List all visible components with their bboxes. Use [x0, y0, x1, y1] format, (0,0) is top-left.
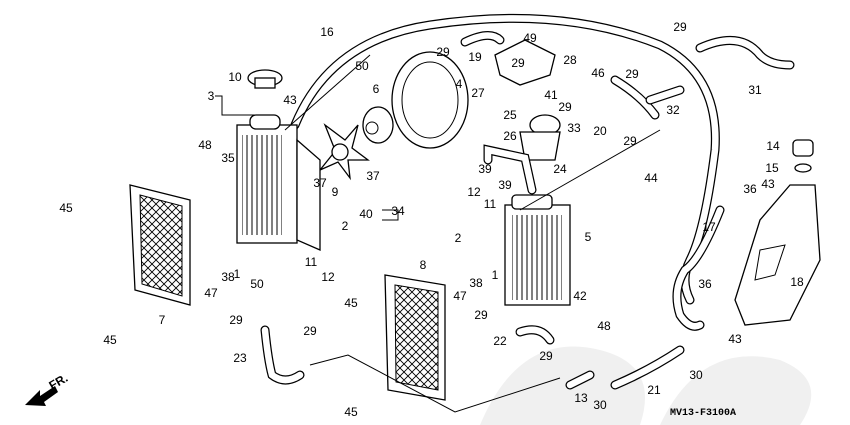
callout-39: 39: [478, 162, 492, 176]
left-radiator: [236, 114, 321, 251]
callout-48: 48: [198, 138, 212, 152]
callout-25: 25: [503, 108, 517, 122]
callout-49: 49: [523, 31, 537, 45]
callout-36: 36: [698, 277, 712, 291]
callout-47: 47: [453, 289, 467, 303]
callout-1: 1: [234, 267, 241, 281]
callout-16: 16: [320, 25, 334, 39]
callout-21: 21: [647, 383, 661, 397]
callout-43: 43: [283, 93, 297, 107]
callout-44: 44: [644, 171, 658, 185]
callout-15: 15: [765, 161, 779, 175]
callout-29: 29: [303, 324, 317, 338]
callout-47: 47: [204, 286, 218, 300]
hoses: [260, 31, 795, 390]
callout-11: 11: [484, 197, 497, 211]
callout-5: 5: [585, 230, 592, 244]
callout-20: 20: [593, 124, 607, 138]
callout-19: 19: [468, 50, 482, 64]
callout-2: 2: [455, 231, 462, 245]
callout-36: 36: [743, 182, 757, 196]
callout-26: 26: [503, 129, 517, 143]
callout-9: 9: [332, 185, 339, 199]
callout-29: 29: [558, 100, 572, 114]
callout-28: 28: [563, 53, 577, 67]
callout-29: 29: [474, 308, 488, 322]
callout-6: 6: [373, 82, 380, 96]
callout-45: 45: [344, 296, 358, 310]
callout-39: 39: [498, 178, 512, 192]
callout-7: 7: [159, 313, 166, 327]
callout-29: 29: [673, 20, 687, 34]
callout-43: 43: [761, 177, 775, 191]
callout-1: 1: [492, 268, 499, 282]
callout-31: 31: [748, 83, 762, 97]
callout-32: 32: [666, 103, 680, 117]
callout-50: 50: [250, 277, 264, 291]
watermark: [480, 346, 812, 425]
callout-40: 40: [359, 207, 373, 221]
right-grille: [384, 274, 446, 401]
callout-29: 29: [625, 67, 639, 81]
callout-29: 29: [436, 45, 450, 59]
hose-17: [672, 205, 725, 331]
callout-13: 13: [574, 391, 588, 405]
right-radiator: [504, 194, 571, 306]
callout-45: 45: [59, 201, 73, 215]
callout-12: 12: [467, 185, 481, 199]
callout-2: 2: [342, 219, 349, 233]
callout-29: 29: [623, 134, 637, 148]
callout-38: 38: [469, 276, 483, 290]
front-direction-arrow: FR.: [25, 371, 70, 406]
thermostat-housing: [494, 39, 561, 161]
callout-37: 37: [313, 176, 327, 190]
callout-45: 45: [103, 333, 117, 347]
callout-10: 10: [228, 70, 242, 84]
callout-38: 38: [221, 270, 235, 284]
callout-24: 24: [553, 162, 567, 176]
callout-35: 35: [221, 151, 235, 165]
callout-45: 45: [344, 405, 358, 419]
hose-16: [290, 13, 720, 305]
callout-8: 8: [420, 258, 427, 272]
callout-33: 33: [567, 121, 581, 135]
callout-4: 4: [456, 77, 463, 91]
callout-37: 37: [366, 169, 380, 183]
callout-11: 11: [305, 255, 318, 269]
fan-shroud: [391, 51, 469, 149]
callout-12: 12: [321, 270, 335, 284]
callout-3: 3: [208, 89, 215, 103]
callout-29: 29: [539, 349, 553, 363]
left-grille: [129, 184, 191, 306]
callout-27: 27: [471, 86, 485, 100]
cooling-fan: [319, 123, 370, 181]
diagram-code: MV13-F3100A: [670, 408, 736, 419]
callout-34: 34: [391, 204, 405, 218]
callout-29: 29: [229, 313, 243, 327]
leader-lines: [215, 54, 661, 413]
callout-48: 48: [597, 319, 611, 333]
callout-22: 22: [493, 334, 507, 348]
callout-14: 14: [766, 139, 780, 153]
callout-29: 29: [511, 56, 525, 70]
callout-30: 30: [689, 368, 703, 382]
callout-42: 42: [573, 289, 587, 303]
callout-30: 30: [593, 398, 607, 412]
callout-41: 41: [544, 88, 558, 102]
radiator-cap-10: [247, 69, 283, 89]
callout-17: 17: [702, 220, 716, 234]
callout-23: 23: [233, 351, 247, 365]
callout-43: 43: [728, 332, 742, 346]
reserve-tank: [734, 139, 821, 326]
callout-18: 18: [790, 275, 804, 289]
fan-motor: [362, 106, 394, 144]
callout-50: 50: [355, 59, 369, 73]
callout-46: 46: [591, 66, 605, 80]
